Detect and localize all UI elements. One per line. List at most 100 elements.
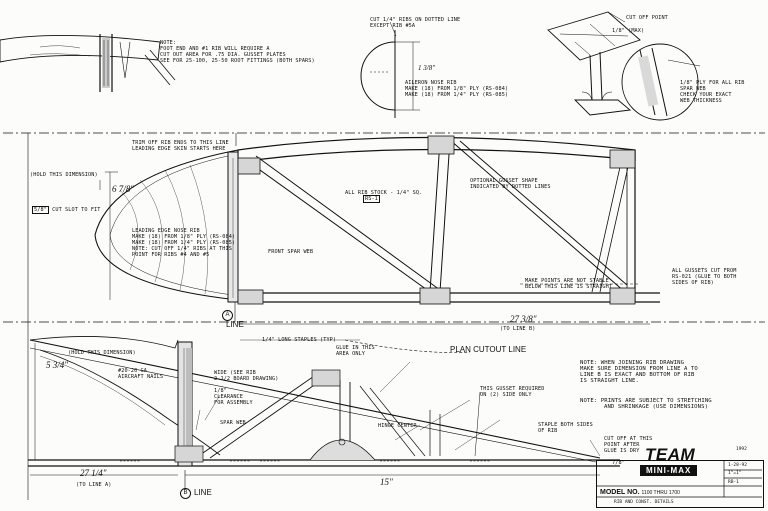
note-line: PRINTS ARE SUBJECT TO STRETCHING xyxy=(600,398,712,404)
long-staples-note: 1/4" LONG STAPLES (TYP) xyxy=(262,337,337,343)
make-points-note: MAKE POINTS ARE NOT STABLE BELOW THIS LI… xyxy=(525,278,612,290)
rib-stock-note: ALL RIB STOCK - 1/4" SQ. RS-1 xyxy=(345,190,423,203)
staple-both-sides-note: STAPLE BOTH SIDES OF RIB xyxy=(538,422,593,434)
year-label: 1992 xyxy=(736,447,747,452)
note-line: AND SHRINKAGE (USE DIMENSIONS) xyxy=(604,404,709,410)
note-line: TRIM OFF RIB ENDS TO THIS LINE xyxy=(132,140,229,146)
note-line: ALL RIB STOCK - 1/4" SQ. xyxy=(345,190,423,196)
note-line: NOTE: CUT OFF 1/4" RIBS AT THIS xyxy=(132,246,232,252)
note-line: CHECK YOUR EXACT xyxy=(680,92,732,98)
glue-area-note: GLUE IN THIS AREA ONLY xyxy=(336,345,375,357)
model-number: MODEL NO. 1100 THRU 1700 xyxy=(600,489,680,496)
clearance-note: 1/8" CLEARANCE FOR ASSEMBLY xyxy=(214,388,253,406)
note-line: INDICATED BY DOTTED LINES xyxy=(470,184,551,190)
scale-label: 1"=1" xyxy=(728,471,742,476)
aileron-nose-rib-note: AILERON NOSE RIB MAKE (18) FROM 1/8" PLY… xyxy=(405,80,508,98)
note-line: CLEARANCE xyxy=(214,394,244,400)
note-line: WEB THICKNESS xyxy=(680,98,722,104)
rib-tag: 5/8" xyxy=(32,206,49,214)
dim-5-3-4: 5 3/4" xyxy=(46,360,69,370)
note-line: THIS GUSSET REQUIRED xyxy=(480,386,545,392)
note-line: MAKE POINTS ARE NOT STABLE xyxy=(525,278,609,284)
note-line: IS STRAIGHT LINE. xyxy=(580,378,639,384)
note-line: LEADING EDGE NOSE RIB xyxy=(132,228,200,234)
dim-1-8-max: 1/8" (MAX) xyxy=(612,28,645,34)
note-prints: NOTE: PRINTS ARE SUBJECT TO STRETCHING A… xyxy=(580,398,712,410)
note-line: MAKE (18) FROM 1/8" PLY (RS-084) xyxy=(405,86,509,92)
note-joining: NOTE: WHEN JOINING RIB DRAWING MAKE SURE… xyxy=(580,360,698,384)
note-line: CUT OUT AREA FOR .75 DIA. GUSSET PLATES xyxy=(160,52,286,58)
line-a-marker: A xyxy=(222,310,233,321)
note-line: WIDE (SEE RIB xyxy=(214,370,256,376)
note-line: ALL GUSSETS CUT FROM xyxy=(672,268,737,274)
note-line: MAKE (18) FROM 1/4" PLY (RS-085) xyxy=(132,240,236,246)
note-line: MAKE (18) FROM 1/4" PLY (RS-085) xyxy=(405,92,509,98)
plan-cutout-line-label: PLAN CUTOUT LINE xyxy=(450,345,527,354)
note-line: NOTE: xyxy=(580,398,598,404)
gusset-required-note: THIS GUSSET REQUIRED ON (2) SIDE ONLY xyxy=(480,386,544,398)
cut-ribs-note: CUT 1/4" RIBS ON DOTTED LINE EXCEPT RIB … xyxy=(370,17,460,29)
note-line: 1/8" PLY FOR ALL RIB xyxy=(680,80,745,86)
model-label: MODEL NO. xyxy=(600,489,640,496)
line-b-label: LINE xyxy=(194,488,212,497)
cut-slot-note: 5/8" CUT SLOT TO FIT xyxy=(32,206,101,214)
note-line: 2 1/2 BOARD DRAWING) xyxy=(214,376,279,382)
hold-dimension-top: (HOLD THIS DIMENSION) xyxy=(30,172,98,178)
cut-off-point-label: CUT OFF POINT xyxy=(626,15,668,21)
note-line: SEE FOR 25-100, 25-50 ROOT FITTINGS (BOT… xyxy=(160,58,315,64)
brand-logo-minimax: MINI-MAX xyxy=(640,465,698,476)
note-line: EXCEPT RIB #5A xyxy=(370,23,416,29)
title-block xyxy=(596,460,764,508)
cut-slot-label: CUT SLOT TO FIT xyxy=(52,207,101,213)
trim-rib-ends-note: TRIM OFF RIB ENDS TO THIS LINE LEADING E… xyxy=(132,140,229,152)
note-line: CUT OFF AT THIS xyxy=(604,436,653,442)
note-line: CUT 1/4" RIBS ON DOTTED LINE xyxy=(370,17,461,23)
model-value: 1100 THRU 1700 xyxy=(641,490,680,496)
top-left-note: NOTE: FOOT END AND #1 RIB WILL REQUIRE A… xyxy=(160,40,315,64)
all-gussets-note: ALL GUSSETS CUT FROM RS-021 (GLUE TO BOT… xyxy=(672,268,736,286)
note-line: OF RIB xyxy=(538,428,558,434)
cut-off-after-note: CUT OFF AT THIS POINT AFTER GLUE IS DRY xyxy=(604,436,652,454)
drawing-number: RB-1 xyxy=(728,480,739,485)
rib-stock-tag: RS-1 xyxy=(363,195,380,203)
dim-7-8: 7/8" xyxy=(612,460,625,466)
note-line: NOTE: WHEN JOINING RIB DRAWING xyxy=(580,360,685,366)
line-a-label: LINE xyxy=(226,320,244,329)
brand-logo-team: TEAM xyxy=(645,445,696,464)
note-line: RS-021 (GLUE TO BOTH xyxy=(672,274,737,280)
note-line: MAKE SURE DIMENSION FROM LINE A TO xyxy=(580,366,698,372)
note-line: AIRCRAFT NAILS xyxy=(118,374,164,380)
dim-27-3-8: 27 3/8" xyxy=(510,314,537,324)
note-line: POINT AFTER xyxy=(604,442,640,448)
note-line: LINE B IS EXACT AND BOTTOM OF RIB xyxy=(580,372,695,378)
to-line-a: (TO LINE A) xyxy=(76,482,112,488)
note-line: #20-20 GA xyxy=(118,368,148,374)
date-label: 1-28-92 xyxy=(728,463,747,468)
dim-1-3-8: 1 3/8" xyxy=(418,64,436,72)
hold-dimension-bottom: (HOLD THIS DIMENSION) xyxy=(68,350,136,356)
note-line: AREA ONLY xyxy=(336,351,366,357)
note-line: MAKE (18) FROM 1/8" PLY (RS-084) xyxy=(132,234,236,240)
dim-6-7-8: 6 7/8" xyxy=(112,184,135,194)
note-line: NOTE: xyxy=(160,40,177,46)
note-line: STAPLE BOTH SIDES xyxy=(538,422,593,428)
note-line: 1/8" xyxy=(214,388,227,394)
hinge-center-label: HINGE CENTER xyxy=(378,423,417,429)
gusset-right-note: 1/8" PLY FOR ALL RIB SPAR WEB CHECK YOUR… xyxy=(680,80,744,104)
note-line: GLUE IN THIS xyxy=(336,345,375,351)
note-line: BELOW THIS LINE IS STRAIGHT xyxy=(525,284,613,290)
note-line: SPAR WEB xyxy=(680,86,706,92)
to-line-b: (TO LINE B) xyxy=(500,326,536,332)
note-line: SIDES OF RIB) xyxy=(672,280,714,286)
leading-edge-nose-rib-note: LEADING EDGE NOSE RIB MAKE (18) FROM 1/8… xyxy=(132,228,235,258)
note-line: FOR ASSEMBLY xyxy=(214,400,253,406)
front-spar-web-label: FRONT SPAR WEB xyxy=(268,249,314,255)
note-line: LEADING EDGE SKIN STARTS HERE xyxy=(132,146,226,152)
optional-gusset-note: OPTIONAL GUSSET SHAPE INDICATED BY DOTTE… xyxy=(470,178,551,190)
wide-note: WIDE (SEE RIB 2 1/2 BOARD DRAWING) xyxy=(214,370,278,382)
aircraft-nails-note: #20-20 GA AIRCRAFT NAILS xyxy=(118,368,163,380)
line-b-marker: B xyxy=(180,488,191,499)
dim-15: 15" xyxy=(380,477,393,487)
note-line: AILERON NOSE RIB xyxy=(405,80,457,86)
